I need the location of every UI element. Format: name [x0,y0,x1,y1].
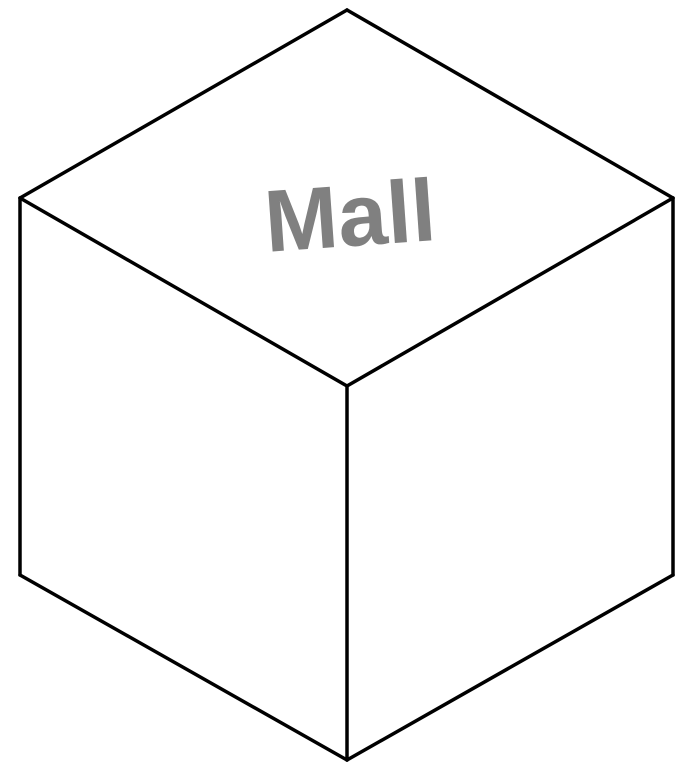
cube-edge-front-left [18,196,349,388]
cube-edge-top-left [18,8,349,200]
cube-edge-top-right [345,8,675,200]
cube-label: Mall [261,160,439,271]
cube-edge-bottom-left [18,573,349,762]
cube-edge-front-right [345,196,675,388]
cube-edge-bottom-right [345,573,675,762]
